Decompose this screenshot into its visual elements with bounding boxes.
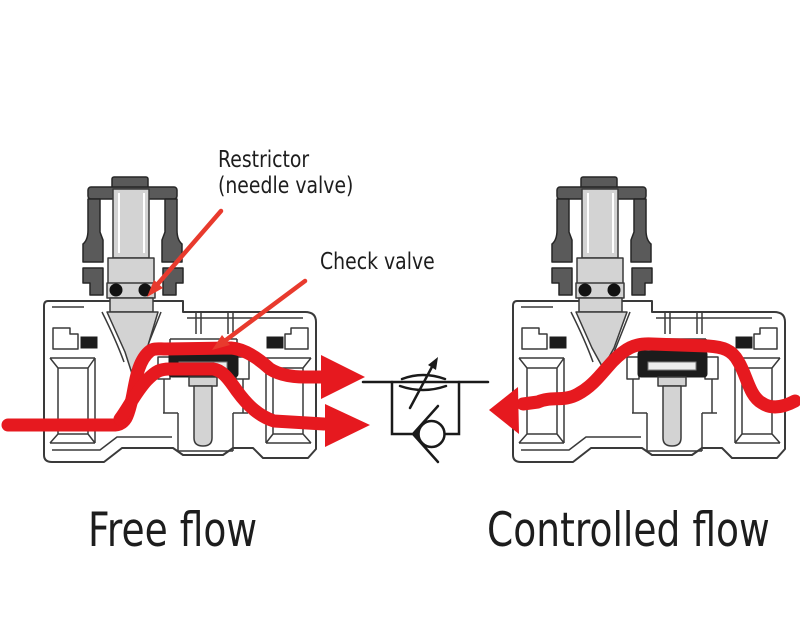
adjustability-arrow-shaft — [408, 363, 435, 410]
restrictor-label-line1: Restrictor — [218, 147, 310, 173]
free-flow-lower-arrowhead — [325, 404, 370, 447]
controlled-flow-arrow — [489, 337, 800, 434]
free-flow-upper-arrowhead — [321, 355, 365, 399]
free-flow-caption: Free flow — [88, 503, 258, 558]
check-ball-icon — [417, 419, 446, 449]
restrictor-annotation-arrow — [147, 208, 224, 297]
restrictor-label-line2: (needle valve) — [218, 173, 354, 199]
right-valve-body — [512, 176, 786, 463]
check-valve-annotation-arrow — [212, 278, 308, 350]
free-flow-arrows — [1, 341, 370, 447]
right-valve-cross-section — [512, 176, 786, 463]
symbol-box — [390, 380, 461, 436]
adjustability-arrow-head-icon — [428, 357, 438, 370]
controlled-flow-arrowhead — [489, 387, 519, 434]
flow-control-valve-symbol — [361, 357, 490, 464]
throttle-arcs-icon — [398, 373, 448, 392]
free-flow-lower-path — [113, 362, 331, 431]
check-valve-label: Check valve — [320, 249, 435, 275]
controlled-flow-caption: Controlled flow — [487, 503, 770, 558]
controlled-flow-path — [516, 337, 800, 414]
